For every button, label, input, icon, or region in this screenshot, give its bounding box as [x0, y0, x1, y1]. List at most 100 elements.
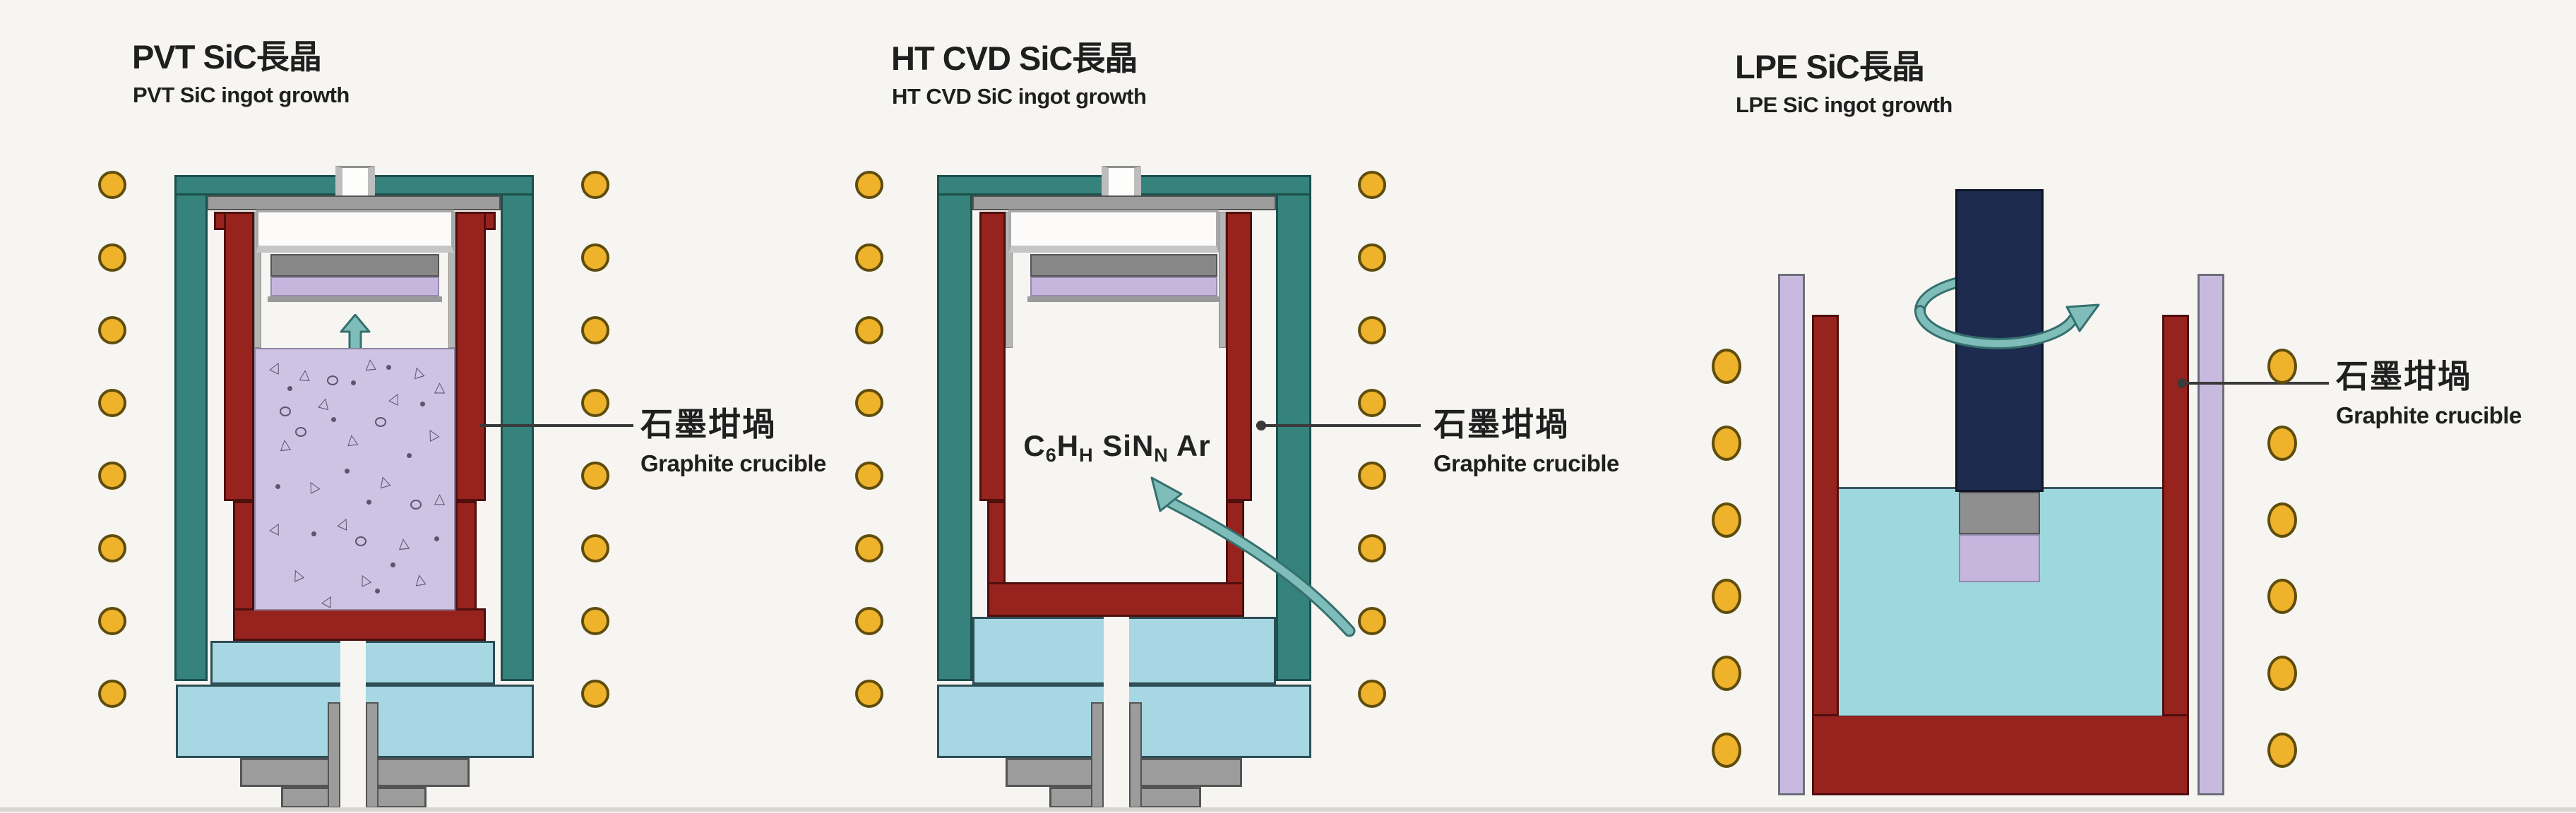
powder-speckle: △	[320, 591, 338, 610]
lpe-crucible-label-en: Graphite crucible	[2336, 402, 2522, 428]
induction-coil-icon	[98, 389, 126, 417]
induction-coil-icon	[2267, 579, 2297, 614]
sublimation-arrow-icon	[340, 314, 371, 351]
powder-speckle	[287, 385, 292, 391]
powder-speckle	[330, 416, 336, 422]
gas-flow-arrow-icon	[1150, 476, 1356, 637]
pvt-crucible-right-wall-lower	[455, 501, 477, 613]
pvt-title-en: PVT SiC ingot growth	[133, 83, 350, 107]
powder-speckle	[374, 416, 386, 427]
pvt-seed-crystal	[270, 277, 439, 296]
induction-coil-icon	[2267, 349, 2297, 384]
lpe-insulation-left	[1778, 274, 1805, 795]
induction-coil-icon	[1712, 426, 1741, 461]
induction-coil-icon	[98, 462, 126, 490]
powder-speckle: △	[434, 491, 446, 507]
ht-cvd-seed-tray-edge	[1027, 296, 1220, 302]
induction-coil-icon	[2267, 733, 2297, 768]
powder-speckle: △	[356, 570, 373, 589]
induction-coil-icon	[855, 680, 883, 708]
powder-speckle: △	[304, 476, 321, 496]
induction-coil-icon	[1358, 243, 1386, 272]
ht-cvd-crucible-left-wall-upper	[979, 212, 1006, 501]
induction-coil-icon	[98, 243, 126, 272]
ht-cvd-slit-rail-left	[1091, 702, 1104, 808]
induction-coil-icon	[855, 243, 883, 272]
induction-coil-icon	[98, 316, 126, 344]
powder-speckle: △	[413, 571, 427, 589]
induction-coil-icon	[1358, 389, 1386, 417]
pvt-crucible-label-zh: 石墨坩堝	[640, 406, 776, 442]
induction-coil-icon	[855, 171, 883, 199]
powder-speckle: △	[268, 518, 285, 538]
induction-coil-icon	[1712, 656, 1741, 691]
induction-coil-icon	[581, 607, 609, 635]
powder-speckle	[279, 406, 291, 416]
induction-coil-icon	[1712, 502, 1741, 538]
pvt-crucible-left-wall-lower	[233, 501, 254, 613]
induction-coil-icon	[855, 607, 883, 635]
powder-speckle	[350, 380, 356, 386]
induction-coil-icon	[855, 316, 883, 344]
ht-cvd-title-zh: HT CVD SiC長晶	[891, 40, 1138, 77]
pvt-slit-rail-right	[366, 702, 378, 808]
induction-coil-icon	[581, 243, 609, 272]
ht-cvd-shell-left-wall	[937, 175, 972, 681]
powder-speckle: △	[434, 380, 446, 396]
powder-speckle: △	[288, 565, 305, 584]
induction-coil-icon	[1358, 534, 1386, 562]
induction-coil-icon	[581, 316, 609, 344]
pvt-crucible-right-wall-upper	[455, 212, 486, 501]
pvt-seed-holder	[270, 254, 439, 277]
ht-cvd-crucible-label-zh: 石墨坩堝	[1433, 406, 1569, 442]
gas-formula: C6HH SiNN Ar	[1023, 429, 1211, 466]
ht-cvd-seed-crystal	[1030, 277, 1217, 296]
ht-cvd-crucible-right-wall-upper	[1226, 212, 1252, 501]
induction-coil-icon	[98, 171, 126, 199]
induction-coil-icon	[2267, 656, 2297, 691]
induction-coil-icon	[1358, 171, 1386, 199]
induction-coil-icon	[855, 462, 883, 490]
ht-cvd-slit-rail-right	[1129, 702, 1142, 808]
powder-speckle: △	[336, 513, 353, 532]
pvt-pedestal-slit	[340, 641, 366, 808]
ht-cvd-title-en: HT CVD SiC ingot growth	[892, 84, 1147, 109]
pvt-crucible-bottom	[233, 608, 486, 641]
powder-speckle: △	[268, 357, 285, 376]
induction-coil-icon	[581, 389, 609, 417]
pvt-label-leader-line	[480, 424, 633, 427]
powder-speckle	[366, 500, 372, 505]
lpe-seed-crystal	[1959, 534, 2040, 582]
pvt-lid-frame	[256, 210, 454, 253]
powder-speckle	[374, 588, 380, 594]
pvt-top-plate	[207, 195, 501, 210]
powder-speckle	[354, 536, 366, 546]
ht-cvd-crucible-label-en: Graphite crucible	[1433, 450, 1619, 476]
powder-speckle: △	[278, 436, 292, 453]
powder-speckle: △	[376, 471, 392, 490]
powder-speckle	[386, 365, 392, 371]
induction-coil-icon	[1712, 579, 1741, 614]
powder-speckle	[345, 469, 350, 474]
powder-speckle	[390, 562, 396, 567]
pvt-crucible-label-en: Graphite crucible	[640, 450, 826, 476]
induction-coil-icon	[1712, 349, 1741, 384]
pvt-slit-rail-left	[328, 702, 340, 808]
powder-speckle: △	[345, 430, 359, 448]
powder-speckle	[406, 453, 412, 459]
lpe-title-en: LPE SiC ingot growth	[1736, 92, 1952, 117]
ht-cvd-label-leader-line	[1256, 424, 1421, 427]
induction-coil-icon	[1358, 462, 1386, 490]
ht-cvd-crucible-left-wall-lower	[987, 501, 1006, 586]
induction-coil-icon	[855, 389, 883, 417]
ht-cvd-pedestal-slit	[1104, 617, 1129, 808]
powder-speckle: △	[398, 535, 410, 552]
powder-speckle: △	[388, 388, 405, 408]
rotation-arrow-icon	[1914, 303, 2100, 350]
powder-speckle: △	[364, 356, 376, 373]
pvt-shell-left-wall	[174, 175, 208, 681]
induction-coil-icon	[581, 680, 609, 708]
lpe-crucible-label-zh: 石墨坩堝	[2336, 358, 2471, 395]
powder-speckle	[434, 536, 439, 541]
induction-coil-icon	[2267, 502, 2297, 538]
